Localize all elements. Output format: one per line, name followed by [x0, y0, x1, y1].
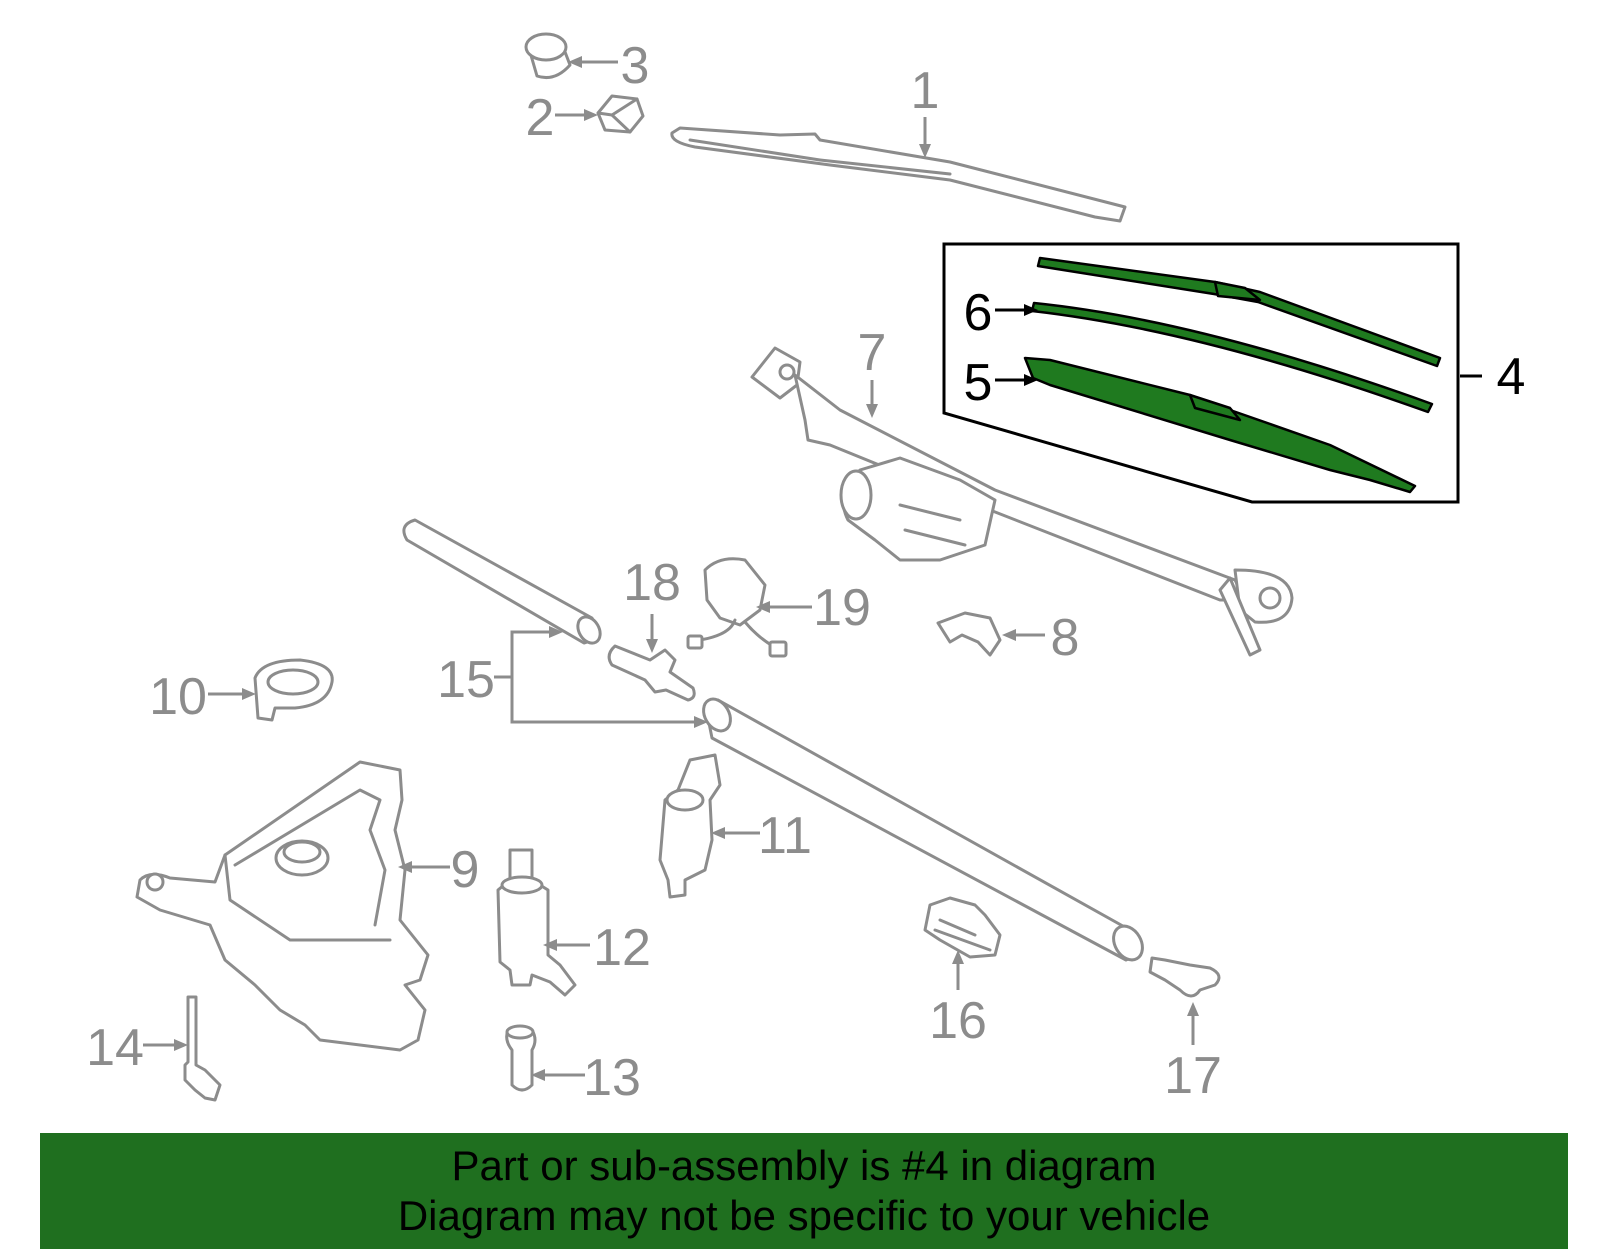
part-6-wiper-insert	[1030, 301, 1434, 414]
callout-4: 4	[1497, 348, 1526, 406]
part-4-wiper-blade-upper	[1036, 256, 1442, 368]
part-17-nozzle	[1148, 956, 1221, 998]
callout-leaders	[143, 56, 1199, 1081]
callout-12: 12	[593, 919, 651, 977]
part-15-washer-hose-lower	[702, 697, 1144, 962]
callout-17: 17	[1164, 1047, 1222, 1105]
part-5-wiper-blade-lower	[1023, 356, 1417, 494]
part-12-washer-pump	[496, 848, 577, 997]
part-9-reservoir	[135, 760, 430, 1052]
callout-13: 13	[583, 1049, 641, 1107]
part-7-wiper-linkage	[750, 346, 1294, 657]
callout-11: 11	[758, 807, 812, 865]
callout-2: 2	[526, 89, 555, 147]
callout-6: 6	[964, 284, 993, 342]
part-19-sensor	[686, 557, 788, 658]
callout-3: 3	[621, 37, 650, 95]
part-11-washer-pump	[658, 753, 722, 899]
callout-9: 9	[451, 841, 480, 899]
callout-15: 15	[437, 651, 495, 709]
part-2-nut	[596, 94, 645, 134]
callout-leaders-highlight	[995, 304, 1482, 386]
part-15-washer-hose-upper	[402, 518, 602, 645]
part-10-grommet	[253, 658, 334, 722]
part-13-grommet	[505, 1024, 537, 1092]
part-3-cap	[524, 32, 572, 80]
callout-10: 10	[149, 668, 207, 726]
callout-18: 18	[623, 554, 681, 612]
banner-line-disclaimer: Diagram may not be specific to your vehi…	[397, 1192, 1211, 1239]
part-18-connector	[607, 644, 696, 702]
callout-19: 19	[813, 579, 871, 637]
callout-7: 7	[858, 324, 887, 382]
part-1-wiper-arm	[670, 126, 1127, 223]
callout-14: 14	[86, 1019, 144, 1077]
part-16-clip	[923, 896, 1002, 959]
callout-5: 5	[964, 354, 993, 412]
callout-8: 8	[1051, 609, 1080, 667]
callout-16: 16	[929, 992, 987, 1050]
part-8-clip	[936, 611, 1002, 657]
part-14-level-sensor	[183, 995, 222, 1102]
callout-1: 1	[911, 62, 940, 120]
info-banner: Part or sub-assembly is #4 in diagram Di…	[40, 1133, 1568, 1249]
banner-line-part: Part or sub-assembly is #4 in diagram	[451, 1142, 1157, 1189]
